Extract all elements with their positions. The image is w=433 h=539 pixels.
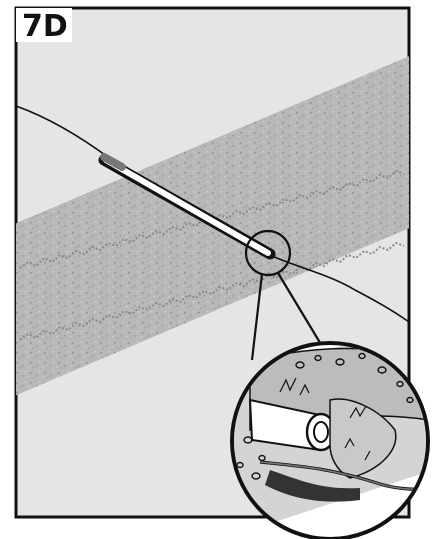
figure-label: 7D — [22, 9, 68, 44]
